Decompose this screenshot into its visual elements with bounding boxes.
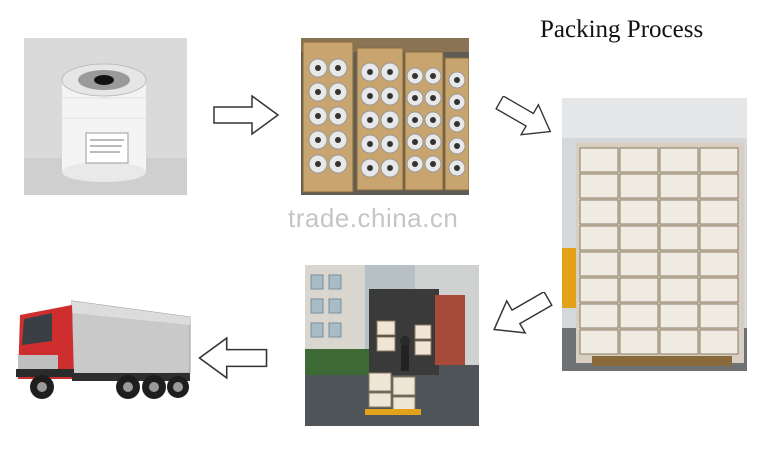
carton	[659, 173, 699, 199]
carton	[699, 199, 739, 225]
carton	[579, 329, 619, 355]
carton	[659, 329, 699, 355]
carton	[699, 173, 739, 199]
carton	[579, 277, 619, 303]
carton	[699, 303, 739, 329]
arrow-right-icon	[213, 94, 280, 136]
carton	[579, 303, 619, 329]
carton	[579, 147, 619, 173]
carton	[699, 147, 739, 173]
carton	[619, 173, 659, 199]
carton	[579, 199, 619, 225]
arrow-down-left-icon	[493, 292, 553, 334]
carton	[579, 225, 619, 251]
carton	[659, 199, 699, 225]
carton	[579, 173, 619, 199]
carton	[699, 329, 739, 355]
carton	[659, 277, 699, 303]
carton	[699, 251, 739, 277]
carton	[619, 303, 659, 329]
carton	[619, 251, 659, 277]
arrow-left-icon	[198, 336, 268, 380]
carton	[659, 147, 699, 173]
carton	[659, 225, 699, 251]
carton	[619, 329, 659, 355]
carton	[579, 251, 619, 277]
arrow-down-right-icon	[495, 96, 552, 136]
truck-photo	[12, 295, 192, 405]
carton	[699, 277, 739, 303]
loading-photo	[305, 265, 479, 426]
carton	[619, 225, 659, 251]
roll-photo	[24, 38, 187, 195]
pallet-photo	[562, 98, 747, 371]
carton	[619, 147, 659, 173]
carton	[619, 199, 659, 225]
page-title: Packing Process	[540, 16, 704, 43]
carton	[659, 303, 699, 329]
carton	[619, 277, 659, 303]
cartons-photo	[301, 38, 469, 195]
carton	[699, 225, 739, 251]
carton	[659, 251, 699, 277]
watermark: trade.china.cn	[288, 203, 459, 233]
